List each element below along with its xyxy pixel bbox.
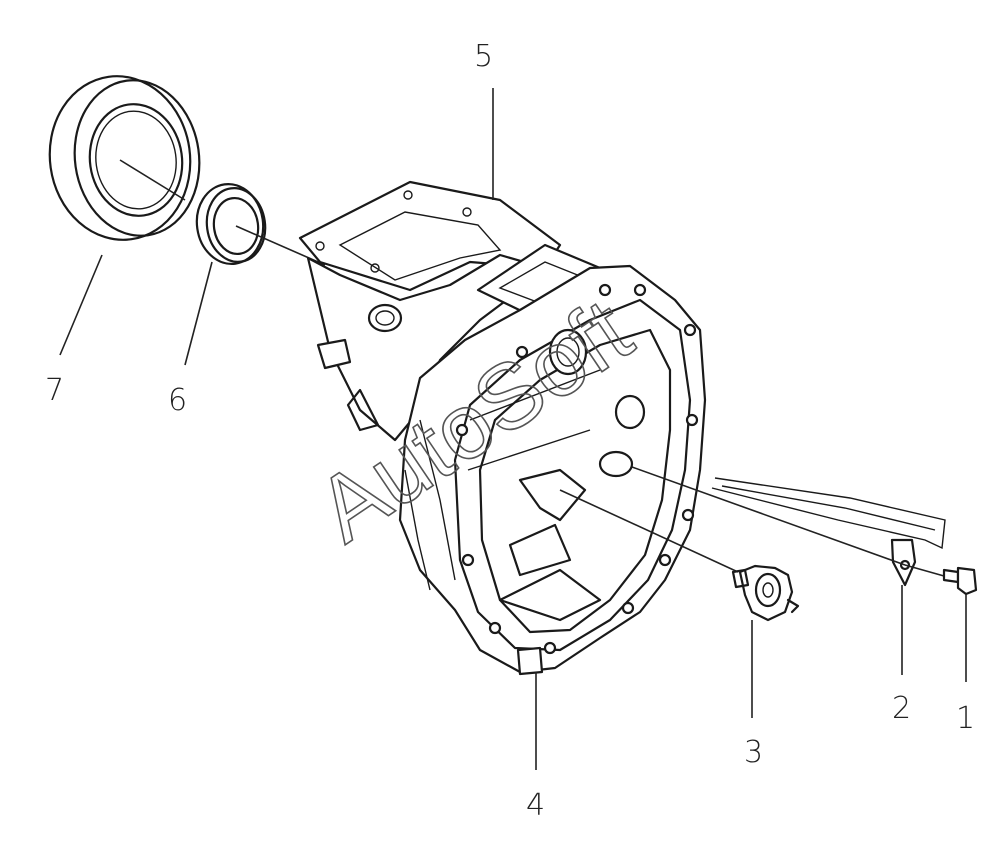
- part-7-seal-ring: [48, 75, 201, 241]
- callout-6: 6: [168, 383, 187, 418]
- callout-7: 7: [45, 373, 64, 408]
- part-5-housing: [298, 88, 707, 676]
- callout-1: 1: [956, 701, 975, 736]
- part-7-lead: [59, 254, 103, 356]
- part-3-vent: [559, 489, 800, 718]
- part-2-bracket: [631, 466, 946, 675]
- callout-4: 4: [526, 788, 545, 823]
- callout-3: 3: [744, 735, 763, 770]
- part-1-bolt: [904, 564, 978, 682]
- part-6-oil-seal: [195, 183, 326, 266]
- callout-5: 5: [474, 39, 493, 74]
- callout-2: 2: [892, 691, 911, 726]
- part-6-lead: [184, 261, 213, 366]
